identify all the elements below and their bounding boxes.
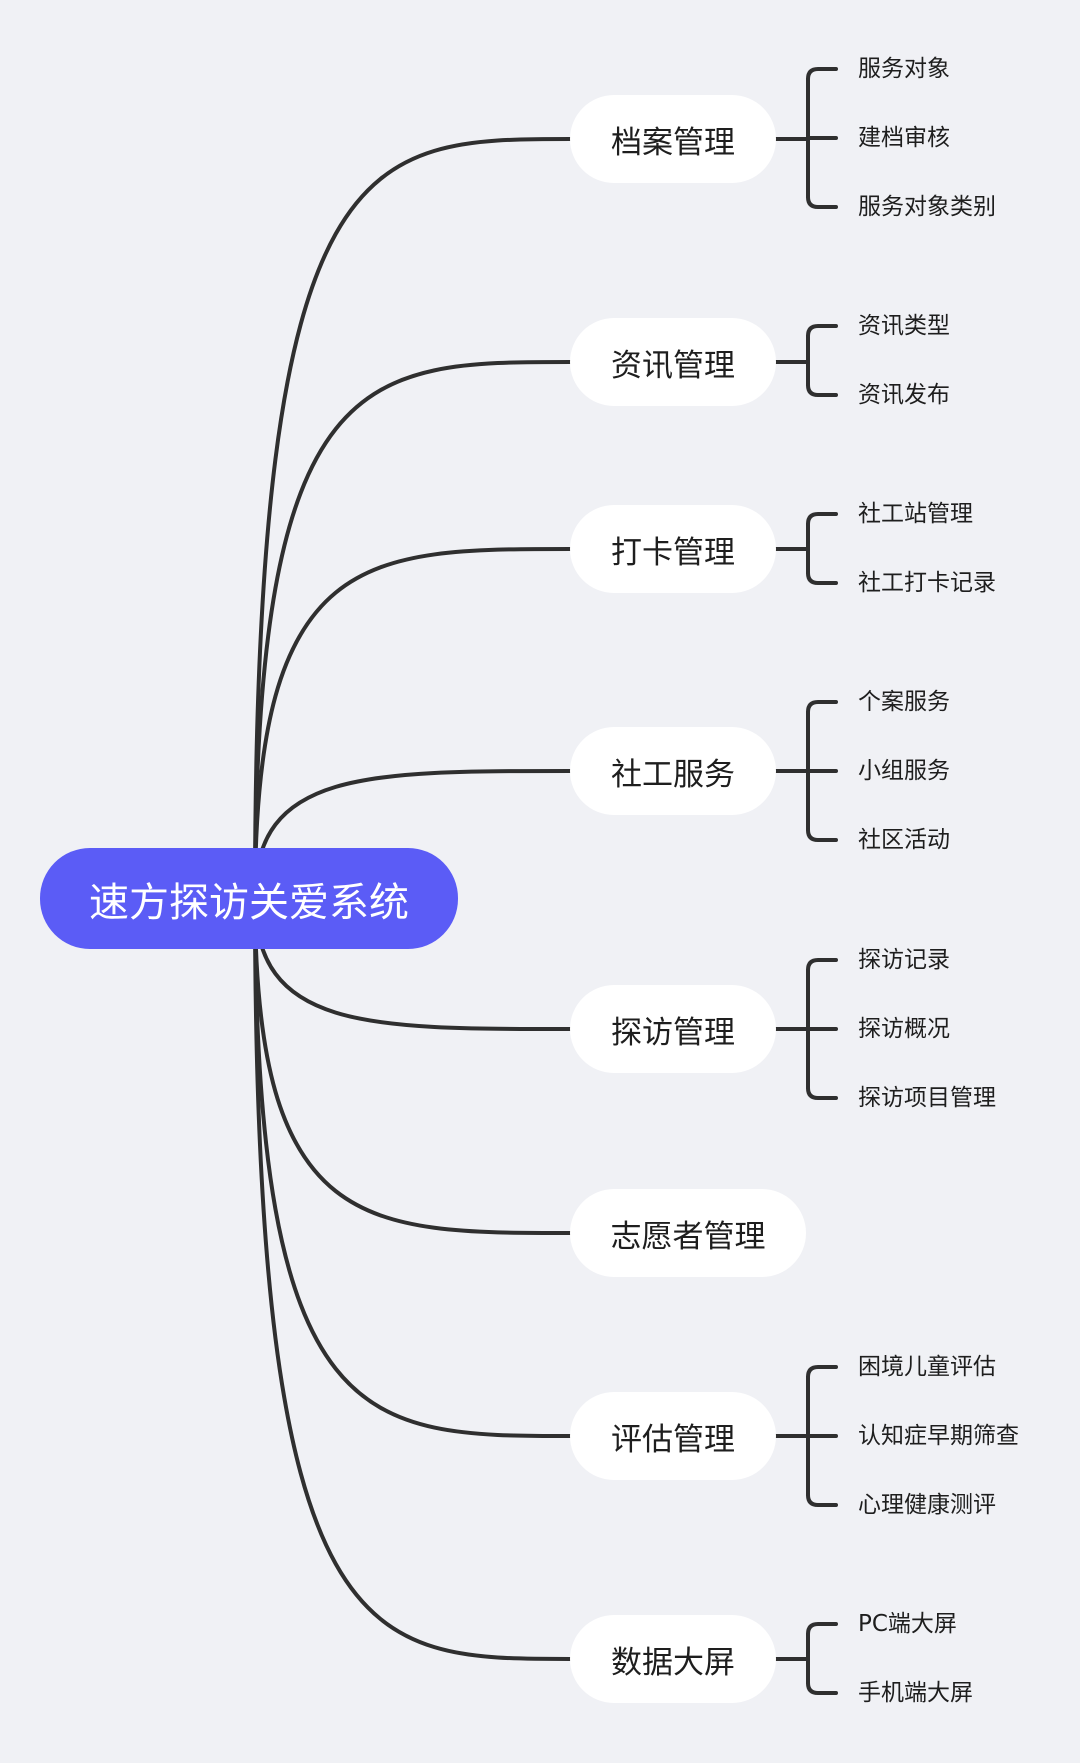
branch-label: 探访管理 [611, 1014, 735, 1051]
branch-node[interactable]: 资讯管理 [570, 318, 776, 406]
leaf-node[interactable]: 服务对象 [858, 56, 950, 82]
leaf-tick-connector [806, 1086, 838, 1100]
leaf-node[interactable]: 建档审核 [858, 125, 950, 151]
root-branch-connector [253, 360, 572, 900]
leaf-tick-connector [806, 383, 838, 397]
leaf-tick-connector [806, 195, 838, 209]
leaf-tick-connector [806, 1681, 838, 1695]
branch-node[interactable]: 评估管理 [570, 1392, 776, 1480]
leaf-node[interactable]: 资讯类型 [858, 313, 950, 339]
root-branch-connector [253, 896, 572, 1438]
leaf-tick-connector [806, 324, 838, 338]
leaf-node[interactable]: 探访概况 [858, 1016, 950, 1042]
leaf-node[interactable]: 社工打卡记录 [858, 570, 996, 596]
branch-label: 志愿者管理 [610, 1218, 766, 1255]
leaf-node[interactable]: 困境儿童评估 [858, 1354, 996, 1380]
branch-node[interactable]: 档案管理 [570, 95, 776, 183]
branch-node[interactable]: 社工服务 [570, 727, 776, 815]
root-branch-connector [253, 896, 572, 1235]
branch-label: 档案管理 [611, 124, 735, 161]
leaf-tick-connector [806, 700, 838, 714]
branch-node[interactable]: 志愿者管理 [570, 1189, 806, 1277]
branch-label: 社工服务 [611, 756, 735, 793]
leaf-tick-connector [806, 1622, 838, 1636]
leaf-node[interactable]: 小组服务 [858, 758, 950, 784]
leaf-tick-connector [806, 512, 838, 526]
root-branch-connector [253, 547, 572, 900]
root-node[interactable]: 速方探访关爱系统 [40, 848, 458, 949]
root-branch-connector [253, 896, 572, 1661]
branch-node[interactable]: 数据大屏 [570, 1615, 776, 1703]
leaf-node[interactable]: 手机端大屏 [858, 1680, 973, 1706]
branch-label: 资讯管理 [611, 347, 735, 384]
leaf-tick-connector [806, 958, 838, 972]
root-label: 速方探访关爱系统 [89, 879, 409, 926]
root-branch-connector [253, 137, 572, 900]
branch-node[interactable]: 探访管理 [570, 985, 776, 1073]
leaf-tick-connector [806, 571, 838, 585]
leaf-tick-connector [806, 1365, 838, 1379]
branch-label: 评估管理 [611, 1421, 735, 1458]
leaf-node[interactable]: 社工站管理 [858, 501, 973, 527]
leaf-tick-connector [806, 67, 838, 81]
leaf-tick-connector [806, 1493, 838, 1507]
leaf-node[interactable]: 心理健康测评 [858, 1492, 996, 1518]
leaf-node[interactable]: PC端大屏 [858, 1611, 957, 1637]
branch-label: 打卡管理 [611, 534, 735, 571]
leaf-node[interactable]: 服务对象类别 [858, 194, 996, 220]
leaf-node[interactable]: 认知症早期筛查 [858, 1423, 1019, 1449]
branch-label: 数据大屏 [611, 1644, 735, 1681]
branch-node[interactable]: 打卡管理 [570, 505, 776, 593]
leaf-node[interactable]: 社区活动 [858, 827, 950, 853]
leaf-node[interactable]: 探访记录 [858, 947, 950, 973]
leaf-node[interactable]: 探访项目管理 [858, 1085, 996, 1111]
leaf-node[interactable]: 个案服务 [858, 689, 950, 715]
leaf-tick-connector [806, 828, 838, 842]
leaf-node[interactable]: 资讯发布 [858, 382, 950, 408]
